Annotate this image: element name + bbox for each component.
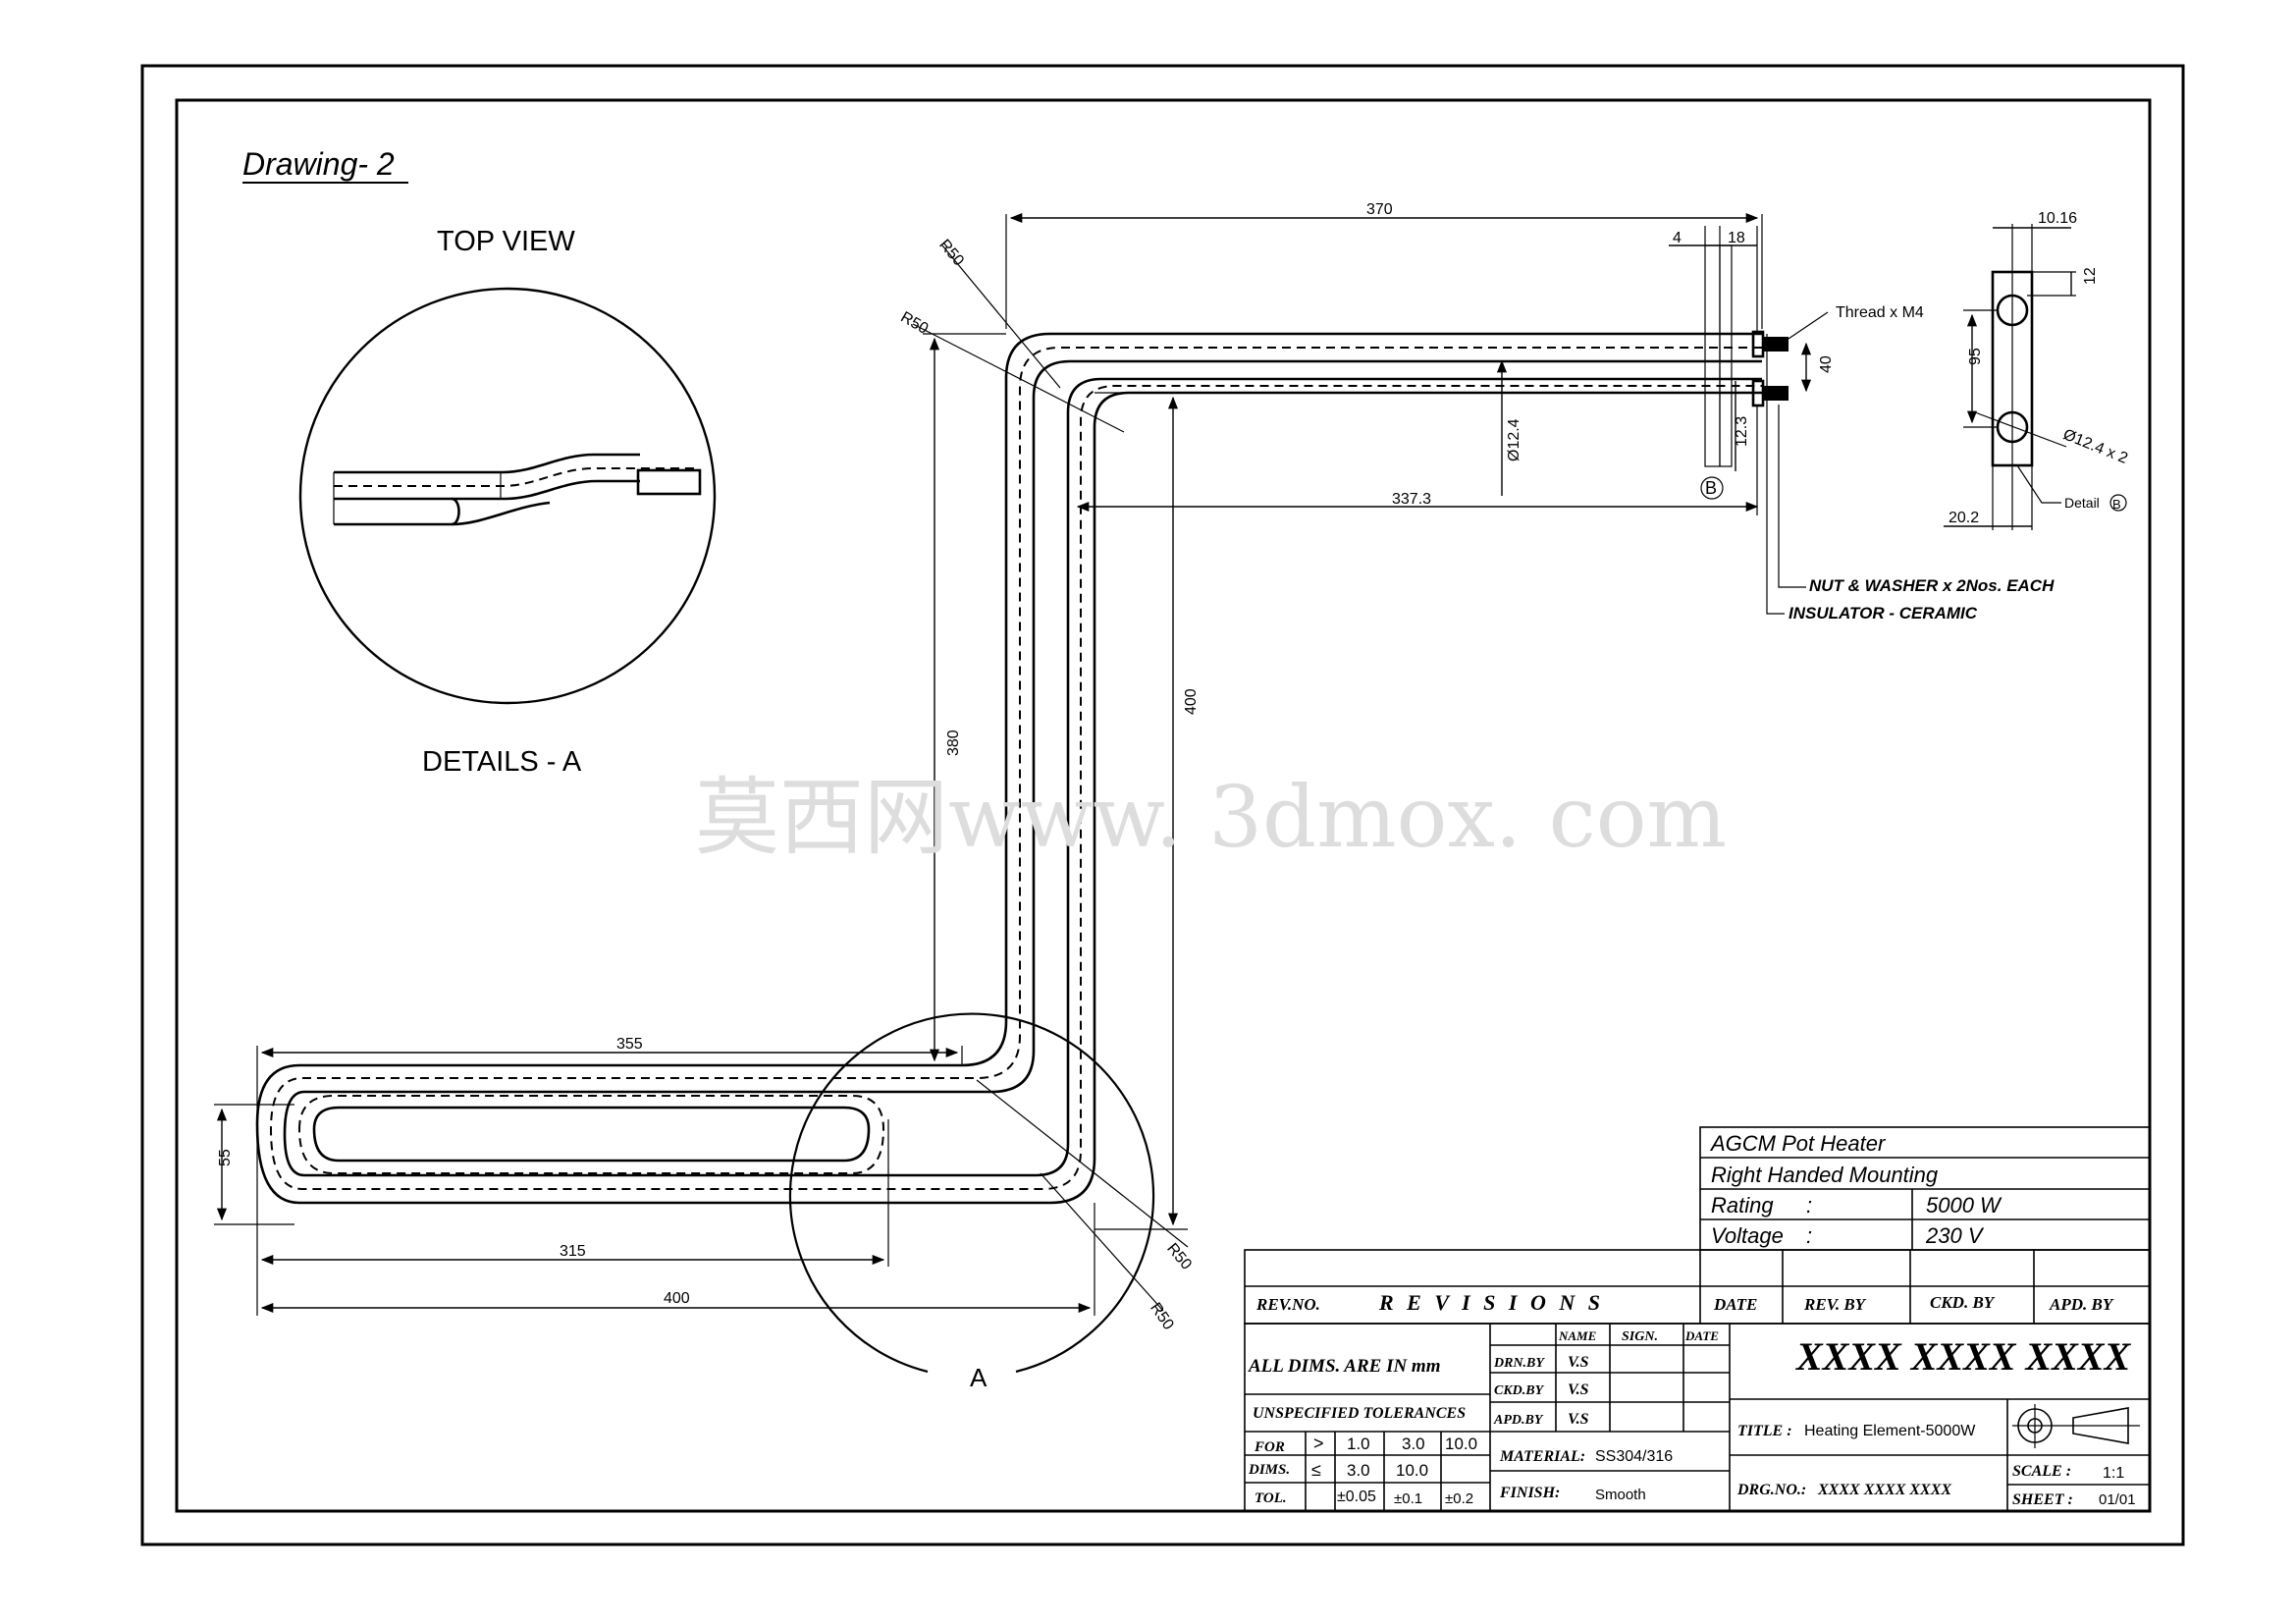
gt-symbol: >	[1313, 1434, 1324, 1453]
dim-d12-4: Ø12.4	[1506, 418, 1522, 461]
le-symbol: ≤	[1311, 1460, 1321, 1480]
thread-callout: Thread x M4	[1836, 304, 1924, 321]
dim-4: 4	[1673, 230, 1682, 246]
ckd-by-name: V.S	[1568, 1381, 1589, 1398]
drawing-number-large: XXXX XXXX XXXX	[1794, 1334, 2131, 1379]
dim-18: 18	[1728, 230, 1745, 246]
details-a-label: DETAILS - A	[422, 746, 582, 778]
le-val-2: 10.0	[1396, 1461, 1428, 1480]
top-view-label: TOP VIEW	[437, 226, 575, 257]
ckd-by-header: CKD. BY	[1930, 1293, 1996, 1312]
title-value: Heating Element-5000W	[1804, 1423, 1976, 1439]
dim-10-16: 10.16	[2038, 210, 2077, 227]
voltage-value: 230 V	[1925, 1223, 1985, 1248]
name-header: NAME	[1558, 1328, 1597, 1343]
revisions-header: R E V I S I O N S	[1378, 1290, 1604, 1315]
dim-12: 12	[2082, 267, 2099, 285]
finish-label: FINISH:	[1499, 1485, 1560, 1501]
for-label: FOR	[1254, 1439, 1285, 1455]
material-label: MATERIAL:	[1499, 1448, 1585, 1465]
detail-b-callout: Detail	[2064, 495, 2100, 511]
unspecified-tolerances: UNSPECIFIED TOLERANCES	[1253, 1405, 1466, 1422]
insulator-callout: INSULATOR - CERAMIC	[1789, 604, 1978, 623]
voltage-colon: :	[1806, 1223, 1812, 1248]
dim-400-vertical: 400	[1183, 688, 1200, 715]
detail-a-view	[298, 287, 717, 705]
voltage-label: Voltage	[1711, 1223, 1784, 1248]
scale-value: 1:1	[2103, 1465, 2124, 1482]
tol-label: TOL.	[1255, 1490, 1287, 1506]
detail-b-marker: B	[1705, 478, 1717, 498]
date-header: DATE	[1713, 1295, 1757, 1314]
drg-no-value: XXXX XXXX XXXX	[1817, 1482, 1951, 1498]
title-label: TITLE :	[1737, 1423, 1792, 1439]
apd-by-name: V.S	[1568, 1411, 1589, 1428]
material-value: SS304/316	[1595, 1448, 1673, 1465]
rev-no-header: REV.NO.	[1255, 1295, 1320, 1314]
rev-by-header: REV. BY	[1803, 1295, 1867, 1314]
dim-20-2: 20.2	[1949, 510, 1979, 526]
dim-315: 315	[560, 1243, 586, 1260]
rating-value: 5000 W	[1926, 1193, 2002, 1218]
scale-label: SCALE :	[2012, 1463, 2071, 1480]
mounting-type: Right Handed Mounting	[1711, 1163, 1939, 1187]
dims-label: DIMS.	[1248, 1462, 1290, 1478]
radius-r50-a: R50	[935, 237, 967, 269]
dim-40: 40	[1818, 355, 1835, 373]
dim-355: 355	[616, 1036, 643, 1053]
title-block	[1244, 1126, 2151, 1512]
detail-b-view: 10.16 12 95 Ø12.4 x 2 20.2 Detail B	[1944, 210, 2130, 530]
sheet-value: 01/01	[2099, 1491, 2136, 1508]
dim-337-3: 337.3	[1392, 491, 1431, 508]
dim-380: 380	[945, 730, 962, 756]
ckd-by-label: CKD.BY	[1494, 1383, 1545, 1398]
radius-r50-c: R50	[1163, 1240, 1195, 1272]
drawing-label: Drawing- 2	[242, 146, 395, 182]
all-dims-note: ALL DIMS. ARE IN mm	[1248, 1356, 1441, 1377]
drg-no-label: DRG.NO.:	[1736, 1482, 1806, 1498]
finish-value: Smooth	[1595, 1487, 1646, 1503]
sheet-label: SHEET :	[2012, 1491, 2073, 1508]
gt-val-2: 3.0	[1402, 1435, 1425, 1453]
tol-val-3: ±0.2	[1445, 1490, 1473, 1507]
date2-header: DATE	[1684, 1328, 1719, 1343]
dim-55: 55	[217, 1149, 234, 1166]
outer-border	[140, 64, 2185, 1546]
inner-border	[175, 98, 2152, 1513]
detail-b-circle	[1700, 476, 1724, 500]
hole-callout: Ø12.4 x 2	[2060, 426, 2130, 467]
watermark: 莫西网www. 3dmox. com	[695, 769, 1727, 867]
dim-95: 95	[1967, 348, 1984, 365]
rating-label: Rating	[1711, 1193, 1774, 1218]
detail-a-circle	[788, 1012, 1155, 1374]
dim-370: 370	[1366, 201, 1393, 218]
gt-val-3: 10.0	[1445, 1435, 1477, 1453]
nut-callout: NUT & WASHER x 2Nos. EACH	[1809, 576, 2055, 595]
dim-12-3: 12.3	[1734, 416, 1750, 447]
radius-r50-d: R50	[1147, 1300, 1177, 1333]
apd-by-header: APD. BY	[2049, 1295, 2114, 1314]
tol-val-1: ±0.05	[1337, 1489, 1376, 1505]
apd-by-label: APD.BY	[1493, 1413, 1544, 1428]
terminal-assembly	[1704, 244, 1789, 467]
projection-symbol-icon	[2012, 1404, 2140, 1448]
rating-colon: :	[1806, 1193, 1812, 1218]
drn-by-name: V.S	[1568, 1354, 1589, 1371]
detail-a-marker: A	[970, 1363, 988, 1392]
gt-val-1: 1.0	[1347, 1435, 1370, 1453]
product-name: AGCM Pot Heater	[1709, 1131, 1887, 1156]
detail-b-callout-marker: B	[2112, 497, 2121, 512]
tol-val-2: ±0.1	[1394, 1490, 1422, 1507]
drn-by-label: DRN.BY	[1493, 1356, 1545, 1371]
dim-400-horizontal: 400	[664, 1290, 690, 1307]
le-val-1: 3.0	[1347, 1461, 1370, 1480]
sign-header: SIGN.	[1622, 1329, 1658, 1344]
